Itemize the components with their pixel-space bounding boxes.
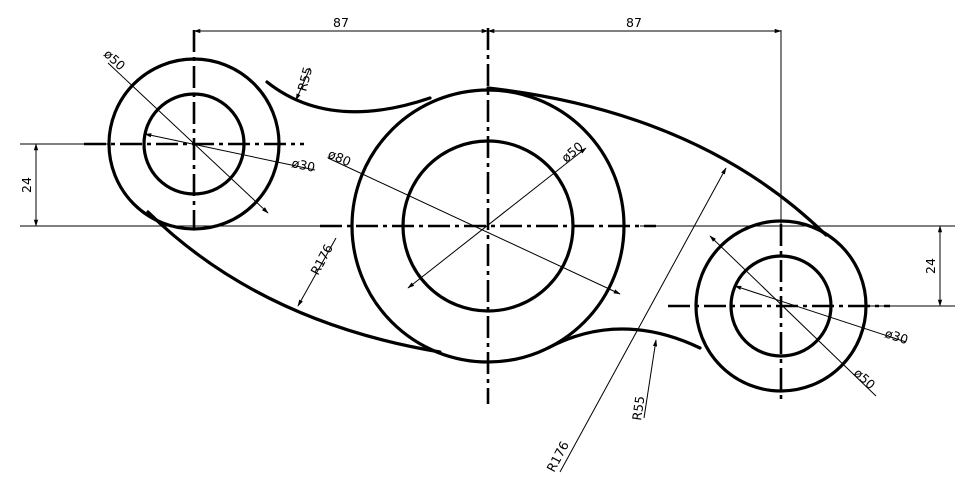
lower-right-blend-arc <box>546 327 702 350</box>
dimension-87-right: 87 <box>626 15 642 30</box>
upper-left-blend-arc <box>265 80 432 114</box>
leader-right-outer-diameter <box>709 235 877 397</box>
leader-right-inner-diameter <box>734 285 907 343</box>
label-left-inner-diameter: ø30 <box>290 155 316 175</box>
label-center-inner-diameter: ø50 <box>558 139 586 166</box>
leader-left-outer-diameter <box>107 62 269 214</box>
label-left-outer-diameter: ø50 <box>101 46 128 73</box>
label-upper-blend-radius-long: R176 <box>543 439 572 475</box>
label-lower-right-blend-radius: R55 <box>629 395 647 421</box>
dimension-87-left: 87 <box>333 15 349 30</box>
dimension-24-right: 24 <box>923 258 938 274</box>
leader-center-inner-diameter <box>407 147 587 289</box>
leader-left-inner-diameter <box>144 133 316 171</box>
label-lower-blend-radius: R176 <box>307 242 336 278</box>
label-center-outer-diameter: ø80 <box>326 146 354 169</box>
upper-right-tangent-arc <box>486 86 828 237</box>
leader-lower-blend-radius <box>297 237 337 307</box>
leader-lower-right-blend-radius <box>643 339 658 419</box>
leader-upper-blend-radius-long <box>559 167 727 473</box>
label-left-blend-radius: R55 <box>294 65 315 93</box>
label-right-outer-diameter: ø50 <box>851 365 878 392</box>
leader-left-blend-radius <box>295 67 311 101</box>
lower-long-arc <box>146 210 442 354</box>
label-right-inner-diameter: ø30 <box>883 326 910 348</box>
dimension-24-left: 24 <box>19 177 34 193</box>
